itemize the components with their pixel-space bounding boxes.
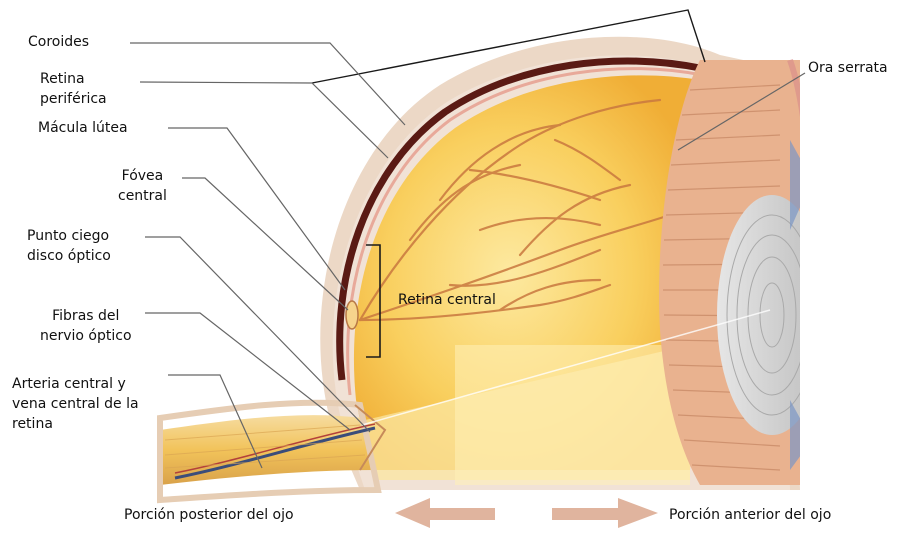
- leader-fibras: [145, 313, 350, 430]
- label-macula-lutea: Mácula lútea: [38, 118, 128, 138]
- label-fibras-line1: Fibras del: [40, 306, 132, 326]
- label-retina-periferica-line1: Retina: [40, 69, 107, 89]
- label-coroides: Coroides: [28, 32, 89, 52]
- leader-fovea: [182, 178, 348, 310]
- leader-retina-periferica: [140, 82, 388, 158]
- leader-macula: [168, 128, 345, 290]
- label-arteria-line1: Arteria central y: [12, 374, 139, 394]
- label-fovea-line2: central: [118, 186, 167, 206]
- arrow-left: [395, 498, 495, 528]
- label-fovea-central: Fóvea central: [118, 166, 167, 206]
- label-punto-ciego-line2: disco óptico: [27, 246, 111, 266]
- label-fibras-line2: nervio óptico: [40, 326, 132, 346]
- label-ora-serrata: Ora serrata: [808, 58, 888, 78]
- label-porcion-anterior: Porción anterior del ojo: [669, 505, 831, 525]
- optic-disc: [346, 301, 358, 329]
- label-arteria-line3: retina: [12, 414, 139, 434]
- label-porcion-posterior: Porción posterior del ojo: [124, 505, 294, 525]
- label-retina-periferica: Retina periférica: [40, 69, 107, 109]
- label-arteria-vena: Arteria central y vena central de la ret…: [12, 374, 139, 434]
- label-arteria-line2: vena central de la: [12, 394, 139, 414]
- arrow-right: [552, 498, 658, 528]
- label-retina-periferica-line2: periférica: [40, 89, 107, 109]
- leader-coroides: [130, 43, 405, 125]
- label-punto-ciego: Punto ciego disco óptico: [27, 226, 111, 266]
- label-punto-ciego-line1: Punto ciego: [27, 226, 111, 246]
- label-fovea-line1: Fóvea: [118, 166, 167, 186]
- label-fibras-nervio: Fibras del nervio óptico: [40, 306, 132, 346]
- label-retina-central: Retina central: [398, 290, 496, 310]
